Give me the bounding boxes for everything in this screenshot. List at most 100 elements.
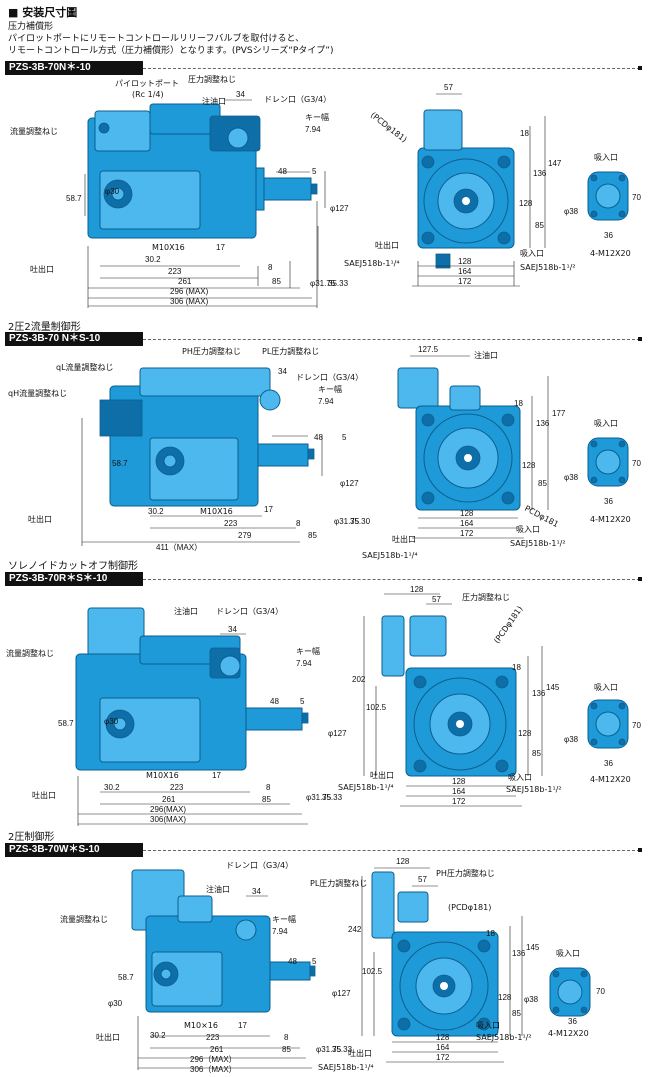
s2-dim-223: 223 [224, 519, 238, 528]
s3-key-dim: 7.94 [296, 659, 312, 668]
s4-dim-102-5: 102.5 [362, 967, 383, 976]
section-3-rule-end [638, 577, 642, 581]
s1-drain-label: ドレン口（G3/4） [264, 95, 331, 104]
s3-dim-34: 34 [228, 625, 237, 634]
s4-dim-30: φ30 [108, 999, 123, 1008]
s2-dim-34: 34 [278, 367, 287, 376]
s3-side-view [75, 607, 309, 771]
section-4-heading: 2圧制御形 [8, 832, 55, 843]
s1-sae-suction: SAEJ518b-1¹/² [520, 263, 576, 272]
s2-pl-screw-label: PL圧力調整ねじ [262, 346, 319, 356]
s4-dim-18: 18 [486, 929, 495, 938]
s3-dim-136: 136 [532, 689, 546, 698]
s3-dim-296: 296(MAX) [150, 805, 186, 814]
s1-pilot-size-label: (Rc 1/4) [132, 90, 164, 99]
s1-dim-223: 223 [168, 267, 182, 276]
s3-m12-label: 4-M12X20 [590, 775, 631, 784]
s1-dim-57: 57 [444, 83, 453, 92]
s4-dim-128-top: 128 [396, 857, 410, 866]
s2-dim-31-75: φ31.75 [334, 517, 360, 526]
section-2-heading: 2圧2流量制御形 [8, 322, 81, 333]
s1-dim-164: 164 [458, 267, 472, 276]
s4-dim-48: 48 [288, 957, 297, 966]
s2-dim-127-5: 127.5 [418, 345, 439, 354]
s4-dim-30-2: 30.2 [150, 1031, 166, 1040]
s2-dim-128: 128 [460, 509, 474, 518]
s4-side-view [131, 869, 316, 1013]
s1-dim-8: 8 [268, 263, 273, 272]
s3-pressure-screw-label: 圧力調整ねじ [462, 592, 510, 602]
s4-front-suction-label: 吸入口 [476, 1021, 500, 1030]
s4-dim-36: 36 [568, 1017, 577, 1026]
s4-suction-flange [549, 967, 591, 1017]
s2-key-dim: 7.94 [318, 397, 334, 406]
s2-discharge-label: 吐出口 [28, 514, 52, 524]
s1-flange-suction-label: 吸入口 [594, 153, 618, 162]
s1-m10-label: M10X16 [152, 243, 185, 252]
section-4-rule [143, 850, 640, 851]
s3-dim-70: 70 [632, 721, 641, 730]
s3-front-view [381, 615, 517, 777]
s2-dim-172: 172 [460, 529, 474, 538]
s3-dim-5: 5 [300, 697, 305, 706]
s1-front-view [417, 109, 515, 269]
s3-dim-306: 306(MAX) [150, 815, 186, 824]
s3-pcd-label: (PCDφ181) [492, 604, 524, 645]
s3-dim-102-5: 102.5 [366, 703, 387, 712]
s2-dim-127: φ127 [340, 479, 359, 488]
s4-dim-35-33: 35.33 [332, 1045, 353, 1054]
s2-dim-17: 17 [264, 505, 273, 514]
section-2-drawing: PH圧力調整ねじ PL圧力調整ねじ qL流量調整ねじ qH流量調整ねじ 34 ド… [8, 345, 641, 560]
s4-front-discharge-label: 吐出口 [348, 1048, 372, 1058]
s2-sae-suction: SAEJ518b-1¹/² [510, 539, 566, 548]
s2-key-width-label: キー幅 [318, 384, 342, 394]
s2-dim-128-v: 128 [522, 461, 536, 470]
section-3-drawing: 注油口 ドレン口（G3/4） 34 流量調整ねじ キー幅 7.94 48 5 φ… [6, 585, 641, 826]
s2-flange-suction-label: 吸入口 [594, 419, 618, 428]
s3-dim-30: φ30 [104, 717, 119, 726]
s1-dim-17: 17 [216, 243, 225, 252]
s3-dim-85: 85 [262, 795, 271, 804]
s2-qh-screw-label: qH流量調整ねじ [8, 388, 67, 398]
s3-key-width-label: キー幅 [296, 646, 320, 656]
s4-dim-172: 172 [436, 1053, 450, 1062]
s1-sae-discharge: SAEJ518b-1¹/⁴ [344, 259, 400, 268]
section-1-model-bar: PZS-3B-70N＊-10 [5, 61, 143, 75]
intro-text: 压力補償形 パイロットポートにリモートコントロールリリーフバルブを取付けると、 … [8, 21, 333, 57]
s2-dim-36: 36 [604, 497, 613, 506]
s4-dim-58-7: 58.7 [118, 973, 134, 982]
s1-dim-147: 147 [548, 159, 562, 168]
s3-dim-17: 17 [212, 771, 221, 780]
s4-sae-discharge: SAEJ518b-1¹/⁴ [318, 1063, 374, 1072]
s2-dim-85: 85 [308, 531, 317, 540]
s4-dim-296: 296（MAX） [190, 1055, 237, 1064]
s3-front-suction-label: 吸入口 [508, 773, 532, 782]
s3-dim-8: 8 [266, 783, 271, 792]
s2-dim-58-7: 58.7 [112, 459, 128, 468]
s4-dim-223: 223 [206, 1033, 220, 1042]
s3-flow-screw-label: 流量調整ねじ [6, 648, 54, 658]
s2-dim-48: 48 [314, 433, 323, 442]
s1-key-dim: 7.94 [305, 125, 321, 134]
section-1-rule-end [638, 66, 642, 70]
s1-discharge-label: 吐出口 [30, 264, 54, 274]
s2-dim-18: 18 [514, 399, 523, 408]
s2-dim-177: 177 [552, 409, 566, 418]
section-4-rule-end [638, 848, 642, 852]
s4-dim-242: 242 [348, 925, 362, 934]
s2-oil-inlet-label: 注油口 [474, 350, 498, 360]
s3-dim-38: φ38 [564, 735, 579, 744]
s4-dim-17: 17 [238, 1021, 247, 1030]
s1-dim-127: φ127 [330, 204, 349, 213]
s3-flange-suction-label: 吸入口 [594, 683, 618, 692]
s1-dim-172: 172 [458, 277, 472, 286]
section-1-drawing: パイロットポート (Rc 1/4) 圧力調整ねじ 注油口 34 ドレン口（G3/… [10, 74, 641, 308]
s1-dim-5: 5 [312, 167, 317, 176]
s2-dim-85-v: 85 [538, 479, 547, 488]
s1-dim-30-2: 30.2 [145, 255, 161, 264]
s3-dim-85-v: 85 [532, 749, 541, 758]
s4-dim-5: 5 [312, 957, 317, 966]
s4-dim-306: 306（MAX） [190, 1065, 237, 1074]
s2-dim-164: 164 [460, 519, 474, 528]
s3-front-discharge-label: 吐出口 [370, 770, 394, 780]
